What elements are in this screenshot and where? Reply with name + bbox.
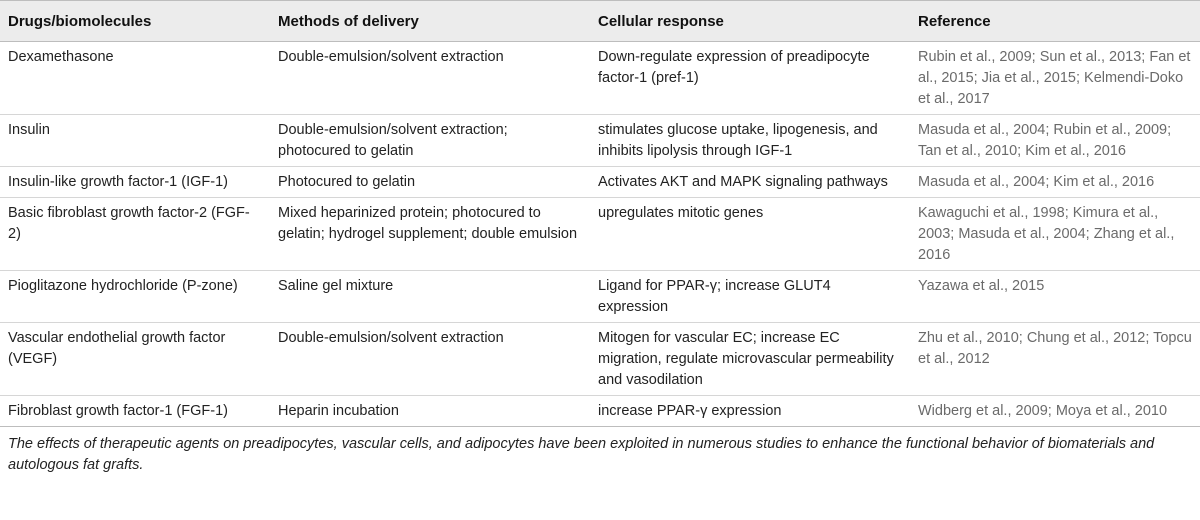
header-methods: Methods of delivery [270,0,590,42]
cell-response: Activates AKT and MAPK signaling pathway… [590,166,910,198]
header-reference: Reference [910,0,1200,42]
cell-drug: Vascular endothelial growth factor (VEGF… [0,322,270,396]
cell-response: stimulates glucose uptake, lipogenesis, … [590,114,910,167]
cell-method: Double-emulsion/solvent extraction; phot… [270,114,590,167]
cell-reference: Zhu et al., 2010; Chung et al., 2012; To… [910,322,1200,396]
drug-delivery-table: Drugs/biomolecules Methods of delivery C… [0,0,1200,427]
cell-response: upregulates mitotic genes [590,197,910,271]
cell-reference: Rubin et al., 2009; Sun et al., 2013; Fa… [910,41,1200,115]
cell-method: Mixed heparinized protein; photocured to… [270,197,590,271]
table-row: Dexamethasone Double-emulsion/solvent ex… [0,41,1200,115]
cell-reference: Kawaguchi et al., 1998; Kimura et al., 2… [910,197,1200,271]
cell-response: Down-regulate expression of preadipocyte… [590,41,910,115]
cell-reference: Masuda et al., 2004; Kim et al., 2016 [910,166,1200,198]
cell-reference: Masuda et al., 2004; Rubin et al., 2009;… [910,114,1200,167]
cell-method: Heparin incubation [270,395,590,427]
cell-drug: Pioglitazone hydrochloride (P-zone) [0,270,270,323]
cell-method: Saline gel mixture [270,270,590,323]
cell-drug: Insulin [0,114,270,167]
table-row: Basic fibroblast growth factor-2 (FGF-2)… [0,197,1200,271]
cell-method: Photocured to gelatin [270,166,590,198]
cell-response: increase PPAR-γ expression [590,395,910,427]
table-row: Insulin Double-emulsion/solvent extracti… [0,114,1200,167]
cell-drug: Insulin-like growth factor-1 (IGF-1) [0,166,270,198]
cell-method: Double-emulsion/solvent extraction [270,41,590,115]
cell-reference: Yazawa et al., 2015 [910,270,1200,323]
cell-reference: Widberg et al., 2009; Moya et al., 2010 [910,395,1200,427]
cell-drug: Basic fibroblast growth factor-2 (FGF-2) [0,197,270,271]
header-response: Cellular response [590,0,910,42]
cell-response: Ligand for PPAR-γ; increase GLUT4 expres… [590,270,910,323]
header-row: Drugs/biomolecules Methods of delivery C… [0,0,1200,42]
header-drugs: Drugs/biomolecules [0,0,270,42]
cell-response: Mitogen for vascular EC; increase EC mig… [590,322,910,396]
table-row: Insulin-like growth factor-1 (IGF-1) Pho… [0,166,1200,198]
table-row: Fibroblast growth factor-1 (FGF-1) Hepar… [0,395,1200,427]
cell-drug: Dexamethasone [0,41,270,115]
table-row: Vascular endothelial growth factor (VEGF… [0,322,1200,396]
cell-drug: Fibroblast growth factor-1 (FGF-1) [0,395,270,427]
table-row: Pioglitazone hydrochloride (P-zone) Sali… [0,270,1200,323]
cell-method: Double-emulsion/solvent extraction [270,322,590,396]
table-caption: The effects of therapeutic agents on pre… [8,436,1155,473]
